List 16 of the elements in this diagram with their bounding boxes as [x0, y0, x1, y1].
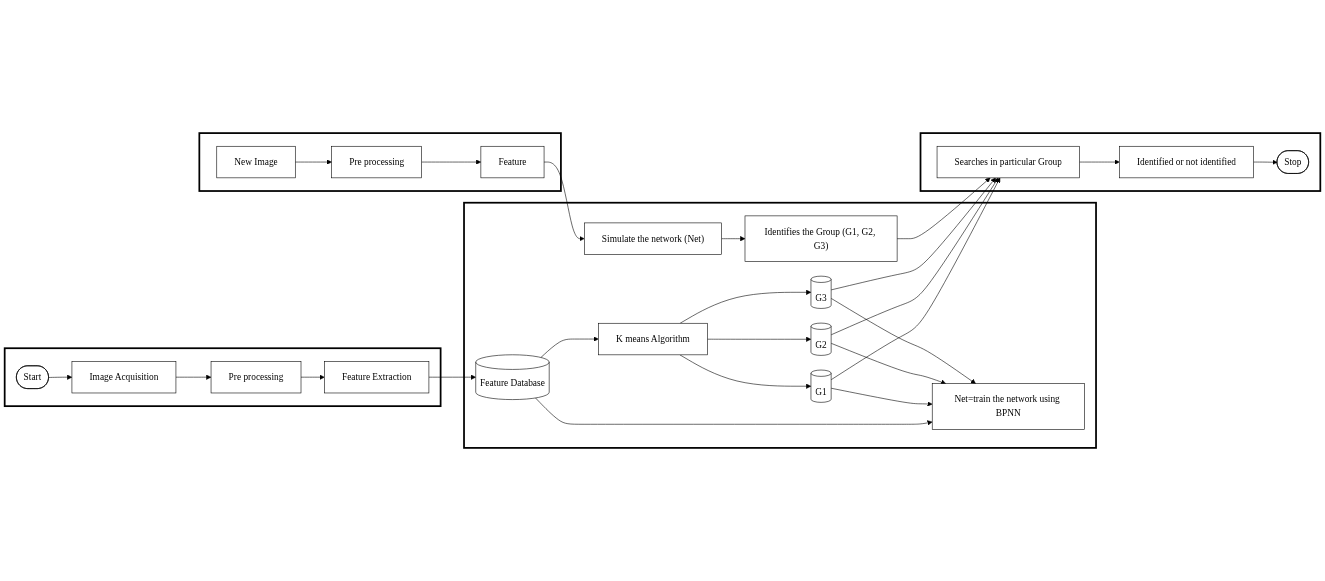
node-box: Pre processing: [331, 145, 422, 179]
node-box: Net=train the network using BPNN: [931, 383, 1085, 430]
node-box: Image Acquisition: [71, 361, 177, 394]
node-box: Simulate the network (Net): [584, 222, 722, 255]
node-box: Identified or not identified: [1119, 145, 1254, 179]
node-box: Identifies the Group (G1, G2, G3): [744, 215, 898, 262]
node-box: Feature: [480, 145, 545, 179]
node-box: K means Algorithm: [598, 322, 708, 356]
cluster: [198, 132, 562, 192]
node-box: Pre processing: [210, 361, 302, 394]
cluster: [463, 201, 1097, 449]
node-box: New Image: [216, 145, 296, 179]
cluster: [919, 132, 1322, 192]
node-box: Searches in particular Group: [936, 145, 1080, 179]
node-box: Feature Extraction: [324, 361, 430, 394]
cluster: [3, 347, 442, 408]
